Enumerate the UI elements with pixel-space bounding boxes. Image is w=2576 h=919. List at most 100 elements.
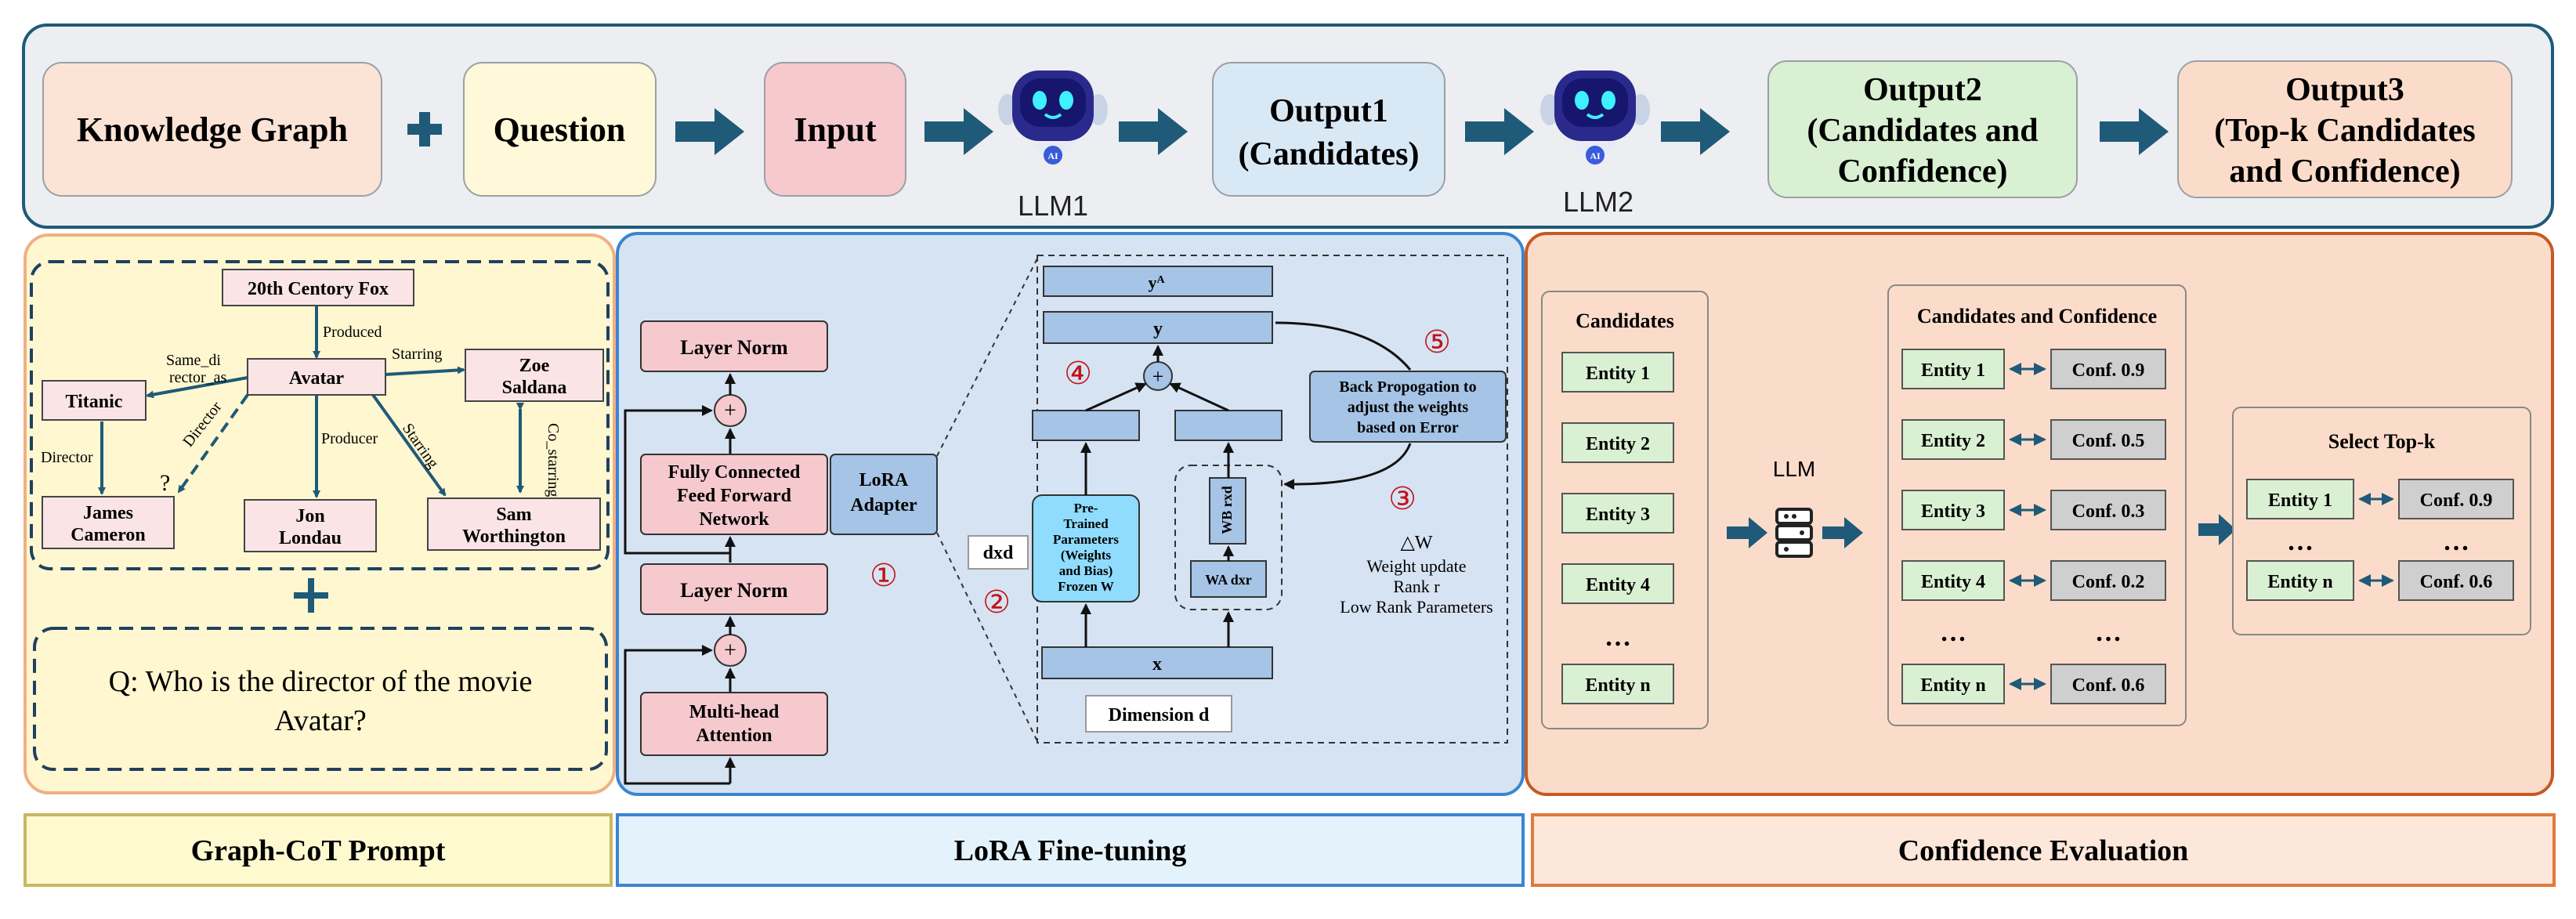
wb-block: WB rxd xyxy=(1209,477,1246,545)
topk-confidence: Conf. 0.9 xyxy=(2398,479,2514,519)
output3-box: Output3 (Top-k Candidates and Confidence… xyxy=(2177,60,2513,198)
cc-confidence: Conf. 0.6 xyxy=(2050,664,2166,704)
cc-confidence: Conf. 0.2 xyxy=(2050,560,2166,601)
output1-box: Output1 (Candidates) xyxy=(1212,62,1445,197)
question-box: Question xyxy=(463,62,657,197)
flow-arrow-6 xyxy=(2100,108,2169,155)
svg-text:Graph-CoT Prompt: Graph-CoT Prompt xyxy=(191,834,446,867)
svg-text:…: … xyxy=(2095,618,2122,647)
yA-bar: yA xyxy=(1043,266,1273,297)
label-confidence: Confidence Evaluation xyxy=(1531,813,2556,887)
svg-text:Avatar: Avatar xyxy=(289,368,345,389)
rank-label: Rank r xyxy=(1393,577,1440,596)
cc-confidence: Conf. 0.3 xyxy=(2050,490,2166,530)
label-lora: LoRA Fine-tuning xyxy=(616,813,1525,887)
dxd-label: dxd xyxy=(968,535,1029,570)
svg-text:Zoe: Zoe xyxy=(519,356,550,376)
candidates-list: Entity 1 Entity 2 Entity 3 Entity 4 … Entity … xyxy=(1561,352,1674,704)
svg-text:+: + xyxy=(724,639,736,663)
frozen-out-bar xyxy=(1032,410,1140,441)
svg-text:LoRA: LoRA xyxy=(859,470,909,490)
candidate-entity: Entity n xyxy=(1561,664,1674,704)
topk-confidence: Conf. 0.6 xyxy=(2398,560,2514,601)
svg-text:Feed Forward: Feed Forward xyxy=(677,486,792,506)
svg-text:Confidence Evaluation: Confidence Evaluation xyxy=(1898,834,2189,867)
svg-text:+: + xyxy=(724,399,736,423)
svg-text:Output2: Output2 xyxy=(1863,72,1982,108)
layer-norm-top: Layer Norm xyxy=(640,320,828,372)
step-1-marker: ① xyxy=(870,558,898,593)
step-2-marker: ② xyxy=(982,584,1011,620)
topk-entity: … xyxy=(2287,527,2314,556)
svg-text:WB rxd: WB rxd xyxy=(1219,486,1235,534)
svg-text:Dimension d: Dimension d xyxy=(1109,705,1210,725)
svg-text:20th Centory Fox: 20th Centory Fox xyxy=(248,279,389,299)
topk-confidence: … xyxy=(2443,527,2469,556)
svg-text:Attention: Attention xyxy=(696,725,772,746)
flow-arrow-5 xyxy=(1661,108,1730,155)
mha-block: Multi-head Attention xyxy=(640,692,828,756)
svg-text:Layer Norm: Layer Norm xyxy=(680,579,788,602)
kg-node-fox: 20th Centory Fox xyxy=(222,269,414,306)
svg-text:AI: AI xyxy=(1590,150,1601,161)
svg-text:…: … xyxy=(1605,623,1631,652)
cc-entity: Entity 1 xyxy=(1901,349,2005,389)
candidate-entity: Entity 1 xyxy=(1561,352,1674,393)
svg-text:Producer: Producer xyxy=(321,430,378,447)
candidate-entity: Entity 3 xyxy=(1561,493,1674,534)
question-frame xyxy=(33,627,608,771)
dimension-label: Dimension d xyxy=(1085,695,1232,733)
y-bar: y xyxy=(1043,311,1273,344)
cc-entity: … xyxy=(1940,618,1966,647)
svg-text:Conf. 0.9: Conf. 0.9 xyxy=(2420,490,2493,511)
question-text-1: Q: Who is the director of the movie xyxy=(109,665,533,698)
svg-text:Pre-: Pre- xyxy=(1074,501,1098,516)
svg-text:Entity 4: Entity 4 xyxy=(1586,575,1650,595)
svg-text:Starring: Starring xyxy=(392,346,442,363)
plus-icon-graph xyxy=(294,578,328,613)
svg-text:Back Propogation to: Back Propogation to xyxy=(1339,378,1476,396)
svg-text:…: … xyxy=(2443,527,2469,556)
svg-text:Conf. 0.9: Conf. 0.9 xyxy=(2072,360,2145,381)
svg-text:Conf. 0.6: Conf. 0.6 xyxy=(2072,675,2145,696)
svg-text:(Candidates): (Candidates) xyxy=(1238,136,1419,172)
candidate-entity: … xyxy=(1605,623,1631,652)
svg-text:Conf. 0.2: Conf. 0.2 xyxy=(2072,572,2145,592)
residual-top xyxy=(624,405,730,555)
flow-arrow-2 xyxy=(924,108,993,155)
edge-starring-sam xyxy=(371,393,447,497)
wa-block: WA dxr xyxy=(1190,560,1267,598)
knowledge-graph-box: Knowledge Graph xyxy=(42,62,382,197)
kg-node-avatar: Avatar xyxy=(247,358,386,396)
flow-arrow-3 xyxy=(1119,108,1188,155)
cc-confidence: Conf. 0.5 xyxy=(2050,419,2166,460)
svg-text:Entity 1: Entity 1 xyxy=(1921,360,1985,381)
topk-title: Select Top-k xyxy=(2328,430,2436,453)
svg-text:…: … xyxy=(1940,618,1966,647)
x-bar: x xyxy=(1041,646,1273,679)
svg-text:AI: AI xyxy=(1047,150,1058,161)
step-4-marker: ④ xyxy=(1064,356,1092,391)
svg-text:Entity 2: Entity 2 xyxy=(1586,434,1650,454)
svg-text:Confidence): Confidence) xyxy=(1838,154,2008,190)
svg-text:…: … xyxy=(2287,527,2314,556)
svg-text:Network: Network xyxy=(699,509,769,530)
svg-text:Entity 4: Entity 4 xyxy=(1921,572,1985,592)
svg-text:Conf. 0.3: Conf. 0.3 xyxy=(2072,501,2145,522)
candidates-title: Candidates xyxy=(1576,309,1674,332)
knowledge-graph-label: Knowledge Graph xyxy=(77,110,348,149)
cc-confidence: … xyxy=(2095,618,2122,647)
low-rank-label: Low Rank Parameters xyxy=(1340,597,1493,617)
svg-text:+: + xyxy=(1152,365,1164,388)
svg-text:Entity 3: Entity 3 xyxy=(1586,505,1650,525)
cc-confidence: Conf. 0.9 xyxy=(2050,349,2166,389)
lora-adapter-block: LoRA Adapter xyxy=(830,454,938,535)
edge-starring-zoe xyxy=(385,366,465,376)
input-box: Input xyxy=(764,62,906,197)
plus-icon xyxy=(407,112,442,147)
pretrained-block: Pre- Trained Parameters (Weights and Bia… xyxy=(1032,494,1140,602)
cc-entity: Entity n xyxy=(1901,664,2005,704)
flow-arrow-1 xyxy=(675,108,744,155)
question-label: Question xyxy=(494,110,626,149)
